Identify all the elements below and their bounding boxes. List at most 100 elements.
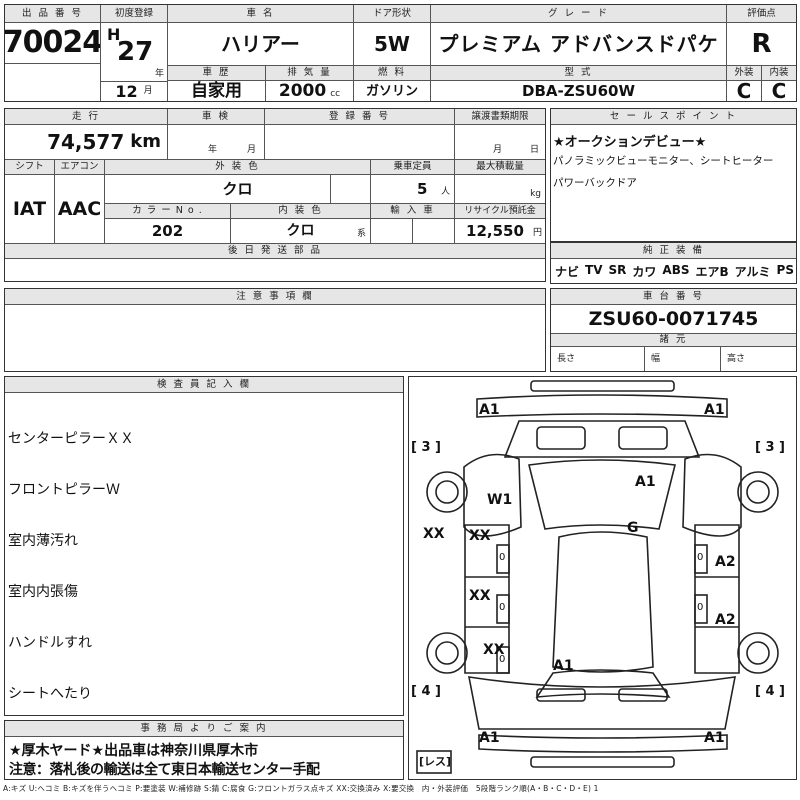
reg-number-label: 登 録 番 号 bbox=[265, 109, 455, 125]
body-color: クロ bbox=[222, 179, 253, 198]
later-parts-cell bbox=[5, 259, 545, 281]
fuel-label: 燃 料 bbox=[354, 65, 431, 81]
transfer-month-unit: 月 bbox=[493, 145, 503, 155]
mark-left-rear-panel-small: 0 bbox=[499, 654, 506, 665]
damage-diagram: A1 A1 [ 3 ] [ 3 ] A1 W1 G XX XX XX XX A2… bbox=[408, 376, 797, 780]
shaken-month-unit: 月 bbox=[246, 145, 256, 155]
load-label: 最大積載量 bbox=[455, 159, 545, 175]
exterior-label: 外装 bbox=[727, 65, 762, 81]
first-reg-label: 初度登録 bbox=[101, 5, 168, 23]
length-label: 長さ bbox=[551, 347, 645, 371]
model-label: 型 式 bbox=[431, 65, 727, 81]
mark-front-right-corner: A1 bbox=[704, 402, 725, 418]
lot-number: 70024 bbox=[5, 23, 101, 63]
sales-point-section: セ ー ル ス ポ イ ン ト ★オークションデビュー★ パノラミックビューモニ… bbox=[550, 108, 797, 242]
shaken-year-unit: 年 bbox=[208, 145, 218, 155]
interior-grade: C bbox=[771, 81, 787, 101]
equip-navi: ナビ bbox=[555, 265, 580, 279]
mark-left-rear-door: XX bbox=[469, 588, 491, 604]
mark-right-rear-door: A2 bbox=[715, 612, 736, 628]
transfer-cell: 月 日 bbox=[455, 125, 545, 159]
mark-right-front-door-small: 0 bbox=[697, 552, 704, 563]
aircon-type: AAC bbox=[55, 175, 105, 243]
width-label: 幅 bbox=[645, 347, 721, 371]
height-label: 高さ bbox=[727, 353, 746, 364]
reg-year: 27 bbox=[117, 37, 154, 67]
equipment-section: 純 正 装 備 ナビ TV SR カワ ABS エアB アルミ PS PW bbox=[550, 242, 800, 284]
displacement-label: 排 気 量 bbox=[266, 65, 354, 81]
transfer-label: 譲渡書類期限 bbox=[455, 109, 545, 125]
recycle-label: リサイクル預託金 bbox=[455, 203, 545, 219]
mark-spare-tire: [レス] bbox=[419, 755, 452, 768]
recycle-fee: 12,550 bbox=[466, 221, 524, 240]
capacity: 5 bbox=[417, 179, 428, 198]
sales-line-2: パノラミックビューモニター、シートヒーター bbox=[553, 155, 774, 167]
equip-alloy: アルミ bbox=[734, 265, 771, 279]
mileage-unit: km bbox=[130, 131, 161, 152]
exterior-grade: C bbox=[727, 81, 762, 101]
inspector-line-3: 室内薄汚れ bbox=[8, 533, 78, 549]
car-outline-diagram bbox=[416, 380, 779, 774]
equip-abs: ABS bbox=[662, 263, 690, 277]
mark-rear-right-corner: A1 bbox=[704, 730, 725, 746]
displacement: 2000 bbox=[278, 81, 327, 101]
score-label: 評価点 bbox=[727, 5, 796, 23]
chassis-label: 車 台 番 号 bbox=[551, 289, 796, 305]
month-unit: 月 bbox=[143, 86, 153, 96]
mark-roof: A1 bbox=[635, 474, 656, 490]
inspector-line-2: フロントピラーＷ bbox=[8, 482, 120, 498]
spec-label: 諸 元 bbox=[551, 333, 796, 347]
capacity-cell: 5 人 bbox=[371, 175, 455, 203]
capacity-label: 乗車定員 bbox=[371, 159, 455, 175]
fuel: ガソリン bbox=[354, 81, 431, 101]
equip-ps: PS bbox=[776, 263, 794, 277]
mileage-cell: 74,577 km bbox=[5, 125, 168, 159]
evaluation-score: R bbox=[751, 29, 772, 59]
later-parts-label: 後 日 発 送 部 品 bbox=[5, 243, 545, 259]
equipment-label: 純 正 装 備 bbox=[551, 243, 796, 259]
office-section: 事 務 局 よ り ご 案 内 ★厚木ヤード★出品車は神奈川県厚木市 注意：落札… bbox=[4, 720, 404, 780]
office-label: 事 務 局 よ り ご 案 内 bbox=[5, 721, 403, 737]
reg-month-cell: 12 月 bbox=[101, 81, 168, 101]
mark-center: G bbox=[627, 520, 639, 536]
lot-blank bbox=[5, 63, 101, 101]
displacement-unit: cc bbox=[330, 88, 341, 99]
equip-tv: TV bbox=[585, 263, 603, 277]
car-history: 自家用 bbox=[168, 81, 266, 101]
year-unit: 年 bbox=[154, 69, 164, 79]
inspector-line-4: 室内内張傷 bbox=[8, 584, 78, 600]
mark-right-front-door: A2 bbox=[715, 554, 736, 570]
shaken-label: 車 検 bbox=[168, 109, 265, 125]
model-code: DBA-ZSU60W bbox=[431, 81, 727, 101]
chassis-number: ZSU60-0071745 bbox=[588, 307, 759, 330]
door-type: 5W bbox=[354, 23, 431, 65]
office-line-1: ★厚木ヤード★出品車は神奈川県厚木市 bbox=[9, 743, 259, 759]
sales-line-3: パワーバックドア bbox=[553, 177, 637, 189]
inspector-line-1: センターピラーＸＸ bbox=[8, 431, 134, 447]
notes-label: 注 意 事 項 欄 bbox=[5, 289, 545, 305]
mark-front-left-wheel: [ 3 ] bbox=[411, 440, 441, 455]
grade: プレミアム アドバンスドパケ bbox=[431, 23, 727, 65]
mark-left-front-pillar: W1 bbox=[487, 492, 513, 508]
mark-rear-right-wheel: [ 4 ] bbox=[755, 684, 785, 699]
int-color-unit: 系 bbox=[356, 229, 366, 239]
mileage-label: 走 行 bbox=[5, 109, 168, 125]
sales-line-1: ★オークションデビュー★ bbox=[553, 135, 707, 150]
mark-rear-glass: A1 bbox=[553, 658, 574, 674]
inspector-label: 検 査 員 記 入 欄 bbox=[5, 377, 403, 393]
legend: A:キズ U:ヘコミ B:キズを伴うヘコミ P:要塗装 W:補修跡 S:錆 C:… bbox=[3, 784, 599, 793]
interior-label: 内装 bbox=[762, 65, 796, 81]
recycle-cell: 12,550 円 bbox=[455, 219, 545, 243]
color-label: 外 装 色 bbox=[105, 159, 371, 175]
inspector-line-6: シートへたり bbox=[8, 686, 92, 702]
displacement-cell: 2000 cc bbox=[266, 81, 354, 101]
inspector-line-5: ハンドルすれ bbox=[8, 635, 92, 651]
mark-rear-left-wheel: [ 4 ] bbox=[411, 684, 441, 699]
reg-month: 12 bbox=[115, 81, 138, 101]
car-history-label: 車 歴 bbox=[168, 65, 266, 81]
int-color-label: 内 装 色 bbox=[231, 203, 371, 219]
equip-sunroof: SR bbox=[608, 263, 627, 277]
lot-label: 出 品 番 号 bbox=[5, 5, 101, 23]
color-no-label: カ ラ ー N o . bbox=[105, 203, 231, 219]
shift-type: IAT bbox=[5, 175, 55, 243]
